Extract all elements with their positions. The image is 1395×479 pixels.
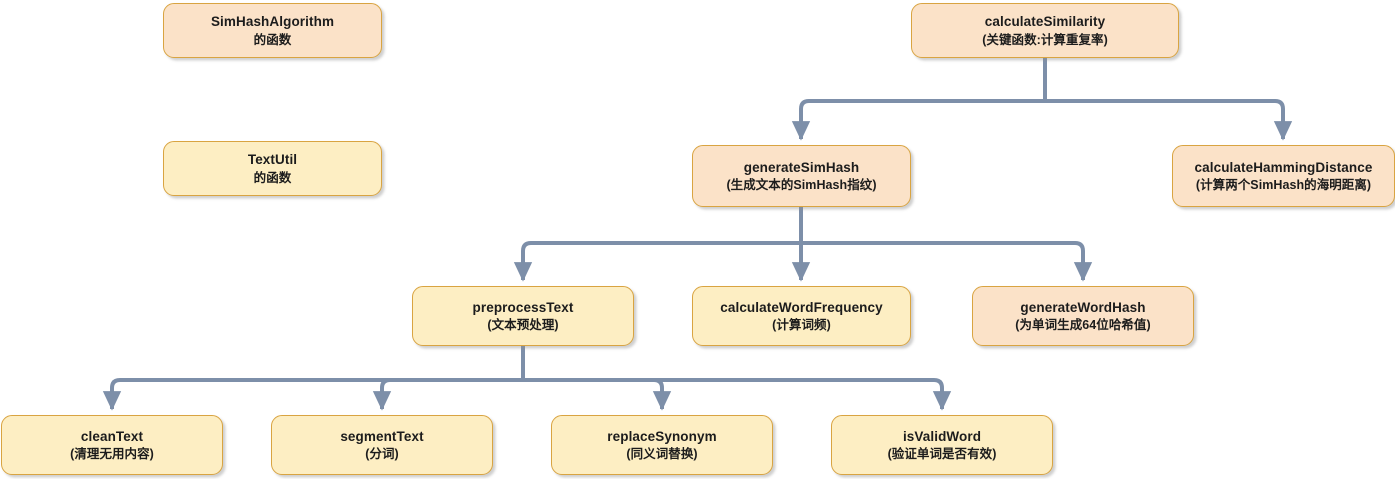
- node-subtitle: 的函数: [253, 170, 292, 185]
- node-replace-synonym[interactable]: replaceSynonym (同义词替换): [551, 415, 773, 475]
- node-generate-word-hash[interactable]: generateWordHash (为单词生成64位哈希值): [972, 286, 1194, 346]
- node-subtitle: (验证单词是否有效): [887, 447, 997, 462]
- node-title: replaceSynonym: [607, 428, 717, 444]
- node-subtitle: (计算词频): [772, 318, 831, 333]
- node-title: generateWordHash: [1020, 299, 1146, 315]
- node-title: generateSimHash: [743, 159, 860, 175]
- node-subtitle: (同义词替换): [626, 447, 698, 462]
- node-subtitle: (文本预处理): [487, 318, 559, 333]
- node-segment-text[interactable]: segmentText (分词): [271, 415, 493, 475]
- node-preprocess-text[interactable]: preprocessText (文本预处理): [412, 286, 634, 346]
- node-title: SimHashAlgorithm: [210, 14, 335, 30]
- node-subtitle: (关键函数:计算重复率): [982, 32, 1108, 47]
- node-title: calculateWordFrequency: [720, 299, 883, 315]
- node-title: cleanText: [80, 428, 144, 444]
- node-title: isValidWord: [902, 428, 982, 444]
- node-subtitle: 的函数: [253, 32, 292, 47]
- node-title: calculateHammingDistance: [1194, 159, 1373, 175]
- edge-calculateSimilarity-to-calculateHammingDistance: [1045, 99, 1293, 141]
- node-subtitle: (为单词生成64位哈希值): [1015, 318, 1151, 333]
- node-calculate-word-frequency[interactable]: calculateWordFrequency (计算词频): [692, 286, 911, 346]
- node-title: preprocessText: [472, 299, 574, 315]
- node-subtitle: (清理无用内容): [70, 447, 154, 462]
- node-clean-text[interactable]: cleanText (清理无用内容): [1, 415, 223, 475]
- node-subtitle: (生成文本的SimHash指纹): [726, 178, 877, 193]
- edge-generateSimHash-to-generateWordHash: [801, 241, 1093, 282]
- edge-calculateSimilarity-to-generateSimHash: [791, 99, 1045, 141]
- legend-node-simhash-algorithm: SimHashAlgorithm 的函数: [163, 3, 382, 58]
- legend-node-textutil: TextUtil 的函数: [163, 141, 382, 196]
- edge-preprocessText-to-isValidWord: [523, 378, 952, 411]
- node-title: TextUtil: [247, 152, 298, 168]
- node-calculate-hamming-distance[interactable]: calculateHammingDistance (计算两个SimHash的海明…: [1172, 145, 1395, 207]
- node-is-valid-word[interactable]: isValidWord (验证单词是否有效): [831, 415, 1053, 475]
- node-calculate-similarity[interactable]: calculateSimilarity (关键函数:计算重复率): [911, 3, 1179, 58]
- node-title: segmentText: [340, 428, 424, 444]
- node-generate-simhash[interactable]: generateSimHash (生成文本的SimHash指纹): [692, 145, 911, 207]
- node-subtitle: (分词): [365, 447, 399, 462]
- edge-preprocessText-to-replaceSynonym: [523, 378, 672, 411]
- edge-preprocessText-to-segmentText: [372, 378, 523, 411]
- node-subtitle: (计算两个SimHash的海明距离): [1195, 178, 1372, 193]
- node-title: calculateSimilarity: [984, 14, 1106, 30]
- edge-generateSimHash-to-preprocessText: [513, 241, 801, 282]
- edge-preprocessText-to-cleanText: [102, 378, 523, 411]
